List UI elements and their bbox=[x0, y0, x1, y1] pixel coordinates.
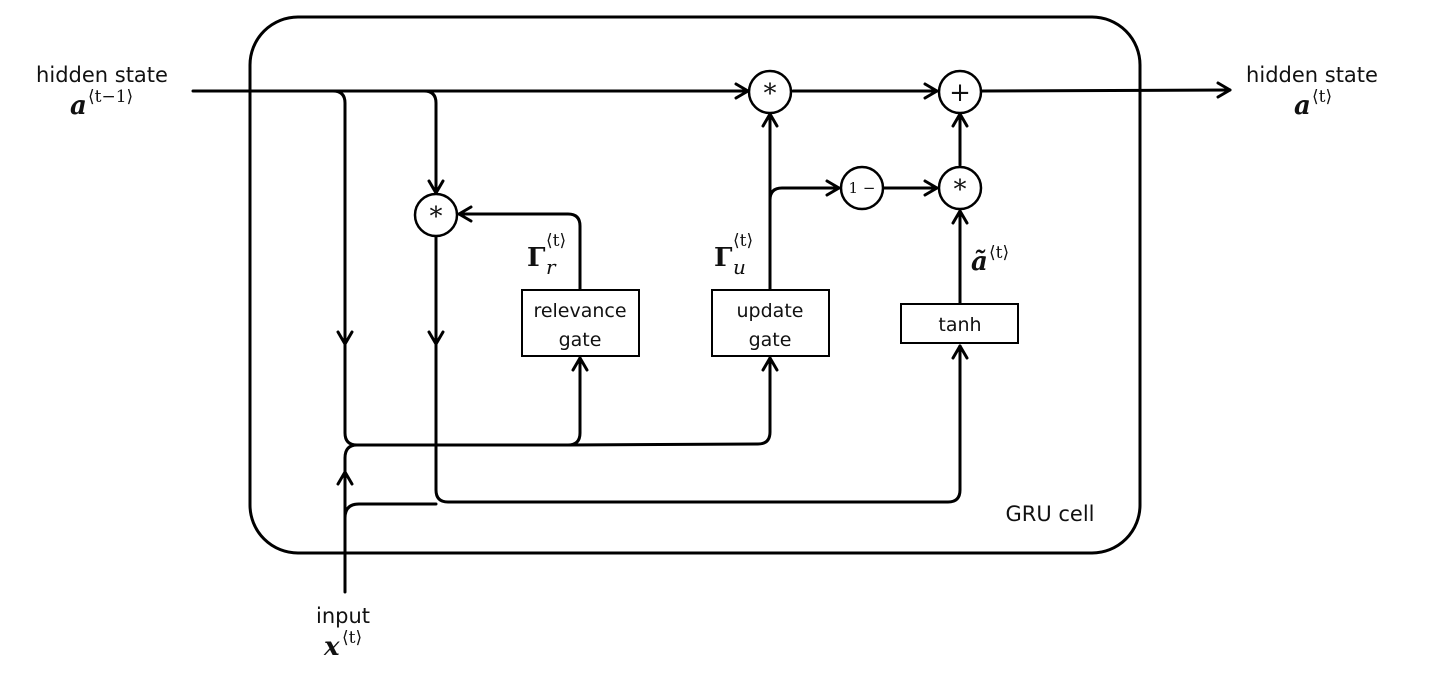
gamma-r-symbol: Γ bbox=[527, 243, 546, 273]
arrow-head bbox=[923, 82, 939, 100]
prev-hidden-symbol: a bbox=[70, 91, 87, 121]
wire-input-to-tanh bbox=[343, 502, 438, 520]
hidden-output-superscript: ⟨t⟩ bbox=[1312, 87, 1332, 107]
gamma-r-superscript: ⟨t⟩ bbox=[546, 231, 566, 251]
tanh-box: tanh bbox=[900, 303, 1019, 344]
update-gate-label-line2: gate bbox=[749, 329, 792, 351]
arrow-head bbox=[923, 179, 939, 197]
wire-bus-to-update bbox=[566, 356, 772, 447]
multiply-icon: * bbox=[430, 202, 443, 232]
wire-hidden-to-relevance-mult bbox=[422, 89, 438, 195]
arrow-head bbox=[571, 356, 589, 372]
tanh-label: tanh bbox=[938, 314, 981, 336]
wire-hidden-out bbox=[980, 88, 1232, 93]
input-label: input x ⟨t⟩ bbox=[316, 604, 370, 662]
gamma-r-label: Γ r ⟨t⟩ bbox=[527, 231, 566, 279]
prev-hidden-state-label: hidden state a ⟨t−1⟩ bbox=[36, 63, 168, 121]
update-gate-box: update gate bbox=[711, 289, 830, 357]
gamma-u-symbol: Γ bbox=[714, 243, 733, 273]
relevance-gate-label-line2: gate bbox=[559, 329, 602, 351]
arrow-head bbox=[336, 330, 354, 346]
arrow-head bbox=[951, 344, 969, 360]
wire-hidden-to-relevance bbox=[331, 89, 582, 447]
arrow-head bbox=[761, 356, 779, 372]
wire-relevance-mult-to-tanh bbox=[434, 235, 962, 504]
candidate-multiply-node: * bbox=[937, 165, 983, 211]
a-tilde-label: ã ⟨t⟩ bbox=[971, 243, 1009, 277]
input-text: input bbox=[316, 604, 370, 628]
multiply-icon: * bbox=[954, 175, 967, 205]
wire-gamma-u-to-one-minus bbox=[768, 186, 841, 202]
multiply-icon: * bbox=[764, 79, 777, 109]
hidden-output-symbol: a bbox=[1294, 91, 1311, 121]
input-superscript: ⟨t⟩ bbox=[342, 628, 362, 648]
prev-hidden-superscript: ⟨t−1⟩ bbox=[88, 87, 133, 107]
gamma-u-superscript: ⟨t⟩ bbox=[733, 231, 753, 251]
a-tilde-superscript: ⟨t⟩ bbox=[989, 243, 1009, 263]
arrow-head bbox=[336, 470, 354, 486]
gamma-u-subscript: u bbox=[733, 255, 746, 279]
arrow-head bbox=[825, 179, 841, 197]
relevance-multiply-node: * bbox=[413, 192, 459, 238]
add-node: + bbox=[937, 69, 983, 115]
gamma-u-label: Γ u ⟨t⟩ bbox=[714, 231, 753, 279]
update-gate-label-line1: update bbox=[737, 300, 804, 322]
arrow-head bbox=[457, 205, 473, 223]
wire-input-to-gates bbox=[343, 443, 359, 594]
relevance-gate-label-line1: relevance bbox=[533, 300, 626, 322]
input-symbol: x bbox=[323, 632, 340, 662]
a-tilde-symbol: ã bbox=[971, 247, 988, 277]
gamma-r-subscript: r bbox=[546, 255, 557, 279]
plus-icon: + bbox=[949, 78, 971, 108]
arrow-head bbox=[951, 209, 969, 225]
relevance-gate-box: relevance gate bbox=[521, 289, 640, 357]
arrow-head bbox=[427, 330, 445, 346]
one-minus-label: 1 − bbox=[849, 179, 876, 197]
gru-cell-container bbox=[248, 15, 1142, 555]
wire-gamma-r bbox=[457, 212, 582, 292]
gru-cell-label: GRU cell bbox=[1005, 502, 1094, 526]
prev-hidden-state-text: hidden state bbox=[36, 63, 168, 87]
one-minus-node: 1 − bbox=[839, 165, 885, 211]
hidden-state-output-text: hidden state bbox=[1246, 63, 1378, 87]
hidden-state-output-label: hidden state a ⟨t⟩ bbox=[1246, 63, 1378, 121]
update-multiply-node: * bbox=[747, 69, 793, 115]
arrow-head bbox=[1216, 81, 1232, 99]
